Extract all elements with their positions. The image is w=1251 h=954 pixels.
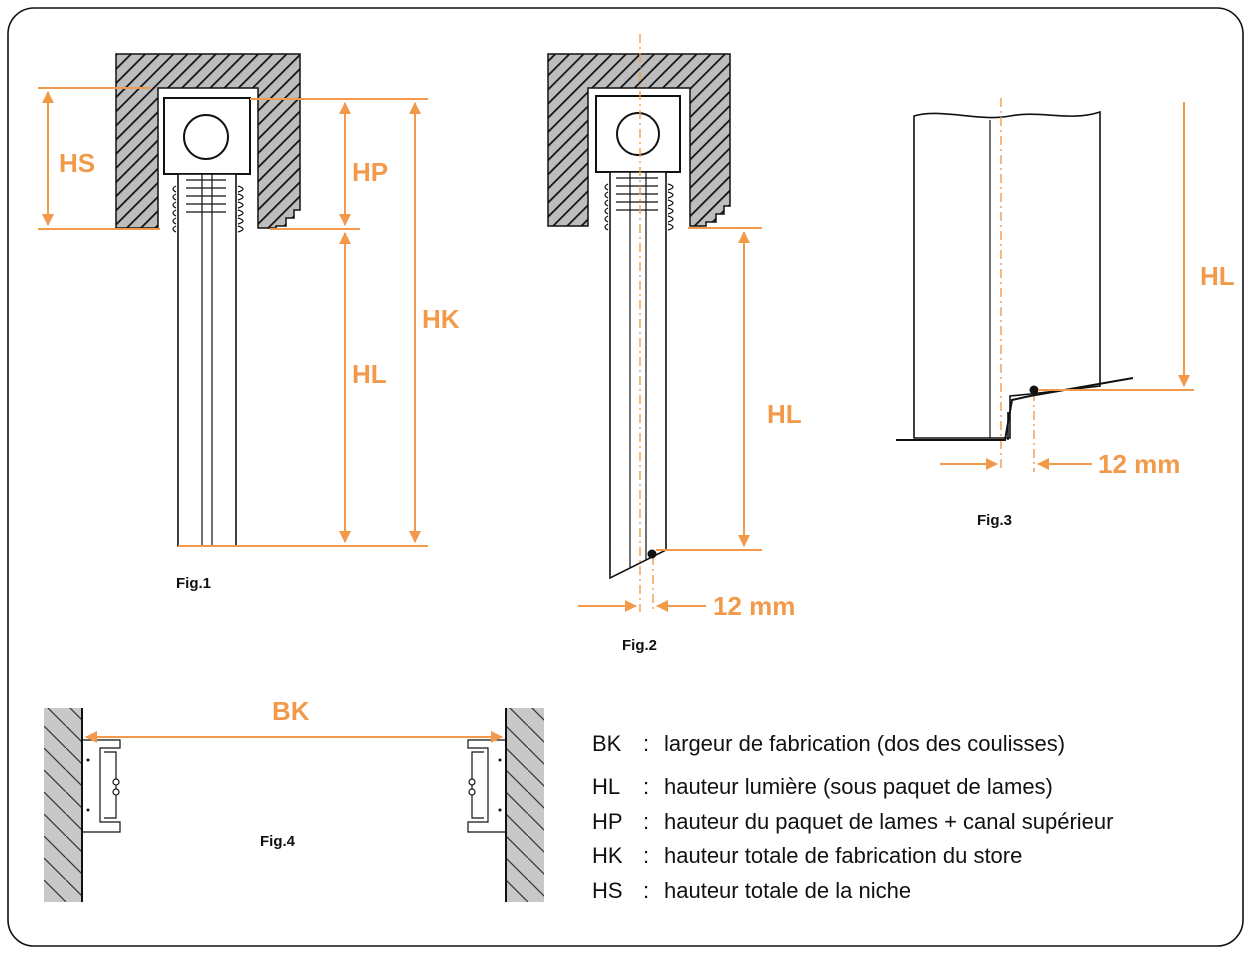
fig4-caption: Fig.4 xyxy=(260,833,296,850)
fig3-measure-point xyxy=(1029,385,1039,395)
fig1-caption: Fig.1 xyxy=(176,575,211,592)
figure-1: HS HP HL HK Fig.1 xyxy=(38,53,460,592)
legend-item: HL : hauteur lumière (sous paquet de lam… xyxy=(592,774,1053,799)
frame-border xyxy=(7,7,1244,947)
fig1-roller-tube xyxy=(183,114,229,160)
fig1-niche-wall xyxy=(115,53,301,229)
fig1-hl-label: HL xyxy=(352,359,387,389)
legend-abbr: HL xyxy=(592,774,620,799)
legend-desc: largeur de fabrication (dos des coulisse… xyxy=(664,731,1065,756)
fig2-roller-tube xyxy=(616,112,660,156)
legend-sep: : xyxy=(643,878,649,903)
legend-desc: hauteur totale de fabrication du store xyxy=(664,843,1022,868)
fig4-right-rail xyxy=(467,739,506,833)
legend-sep: : xyxy=(643,843,649,868)
figure-4: BK Fig.4 xyxy=(44,696,544,902)
fig4-left-rail xyxy=(82,739,121,833)
legend-item: HP : hauteur du paquet de lames + canal … xyxy=(592,809,1113,834)
legend-desc: hauteur totale de la niche xyxy=(664,878,911,903)
legend-desc: hauteur lumière (sous paquet de lames) xyxy=(664,774,1053,799)
legend-abbr: HP xyxy=(592,809,623,834)
legend-item: BK : largeur de fabrication (dos des cou… xyxy=(592,731,1065,756)
fig2-caption: Fig.2 xyxy=(622,637,657,654)
legend-abbr: HK xyxy=(592,843,623,868)
fig1-hk-label: HK xyxy=(422,304,460,334)
legend-sep: : xyxy=(643,809,649,834)
fig4-left-wall xyxy=(44,708,82,902)
legend-abbr: BK xyxy=(592,731,622,756)
figure-3: HL 12 mm Fig.3 xyxy=(896,98,1235,529)
legend-item: HK : hauteur totale de fabrication du st… xyxy=(592,843,1022,868)
fig3-hl-label: HL xyxy=(1200,261,1235,291)
fig2-slat-pack xyxy=(609,171,667,580)
fig4-right-wall xyxy=(506,708,544,902)
fig4-bk-label: BK xyxy=(272,696,310,726)
figure-2: HL 12 mm Fig.2 xyxy=(547,34,802,654)
fig1-slat-pack xyxy=(177,173,237,547)
fig2-niche-wall xyxy=(547,53,731,227)
legend-desc: hauteur du paquet de lames + canal supér… xyxy=(664,809,1113,834)
legend-item: HS : hauteur totale de la niche xyxy=(592,878,911,903)
fig3-caption: Fig.3 xyxy=(977,512,1012,529)
fig1-hp-label: HP xyxy=(352,157,388,187)
legend-abbr: HS xyxy=(592,878,623,903)
legend-sep: : xyxy=(643,731,649,756)
fig3-panel xyxy=(913,110,1101,439)
fig1-slat-coils xyxy=(172,179,244,233)
legend-sep: : xyxy=(643,774,649,799)
fig1-hs-label: HS xyxy=(59,148,95,178)
fig3-offset-label: 12 mm xyxy=(1098,449,1180,479)
fig2-measure-point xyxy=(647,549,657,559)
fig2-offset-label: 12 mm xyxy=(713,591,795,621)
legend: BK : largeur de fabrication (dos des cou… xyxy=(592,731,1113,903)
fig2-hl-label: HL xyxy=(767,399,802,429)
fig2-slat-coils xyxy=(604,177,674,231)
